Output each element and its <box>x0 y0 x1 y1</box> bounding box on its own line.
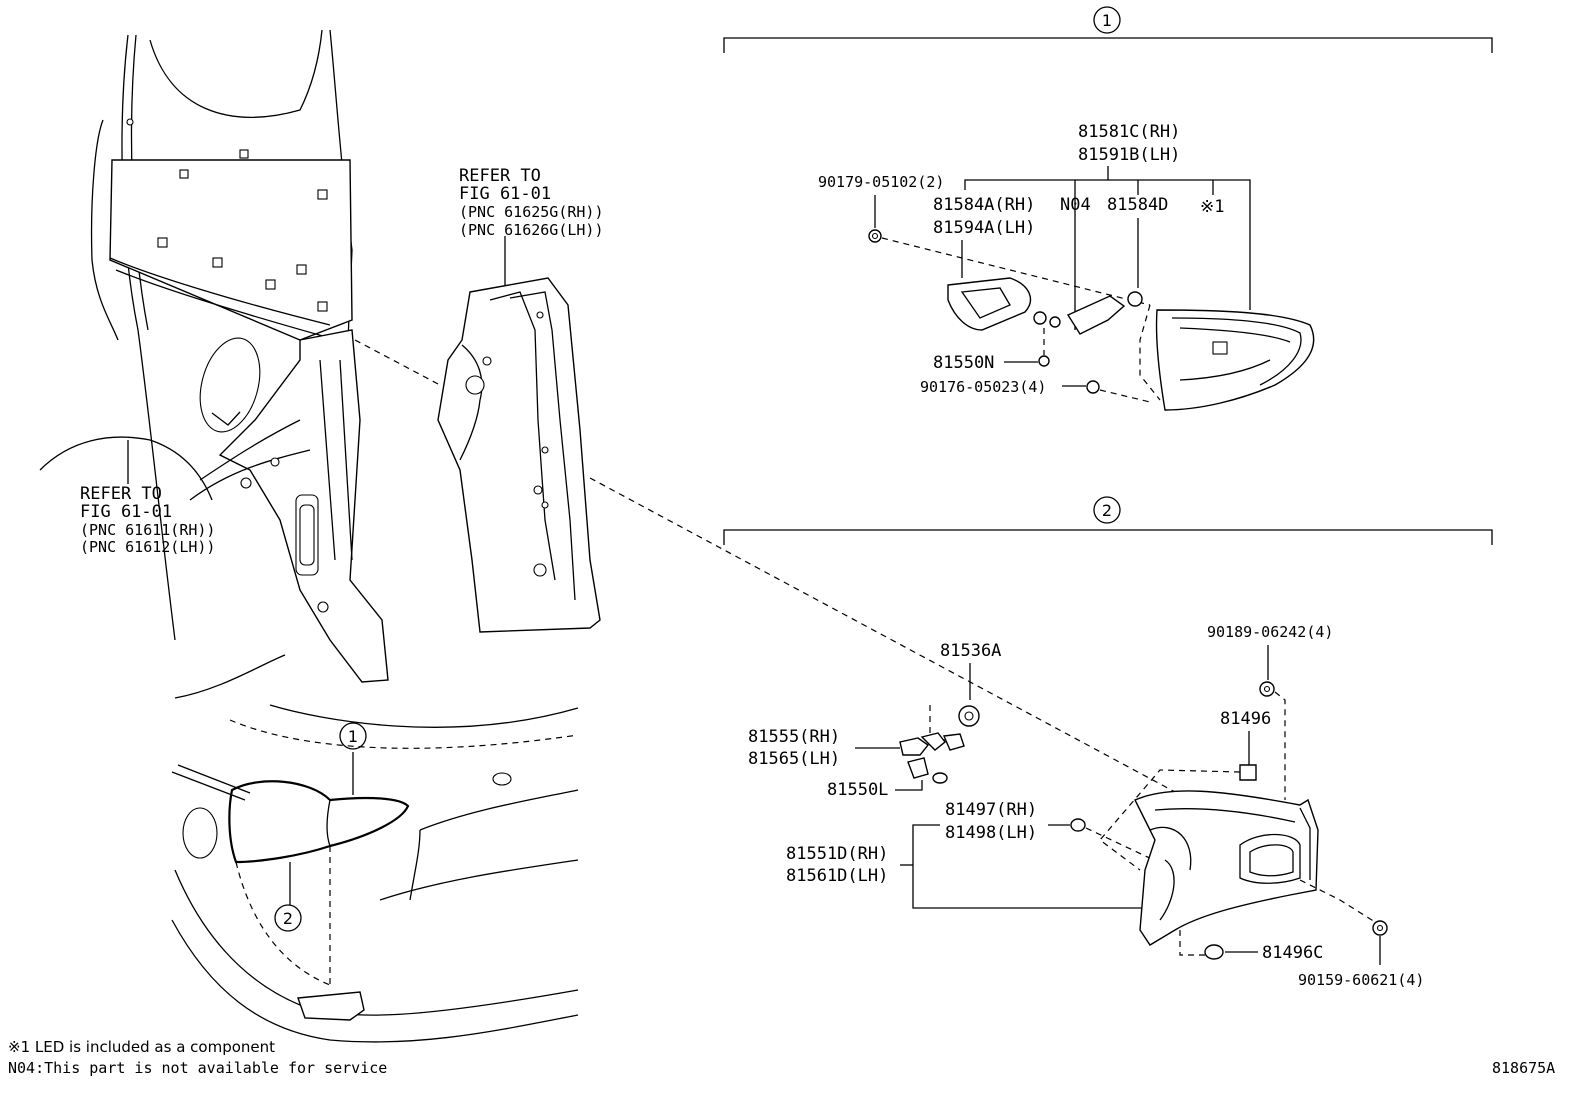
part-81555-rh: 81555(RH) <box>748 727 840 747</box>
part-81565-lh: 81565(LH) <box>748 749 840 769</box>
part-81584d: 81584D <box>1107 195 1168 215</box>
part-81496c: 81496C <box>1262 943 1323 963</box>
part-81584a-rh: 81584A(RH) <box>933 195 1035 215</box>
refer-note-left: REFER TO FIG 61-01 (PNC 61611(RH)) (PNC … <box>80 440 215 556</box>
part-81561d-lh: 81561D(LH) <box>786 866 888 886</box>
rear-overview-illustration <box>171 654 579 1043</box>
part-81551d-rh: 81551D(RH) <box>786 844 888 864</box>
refer-top-line2: FIG 61-01 <box>459 184 551 204</box>
part-90159-60621: 90159-60621(4) <box>1298 971 1424 989</box>
refer-left-line3: (PNC 61611(RH)) <box>80 521 215 539</box>
quarter-panel-illustration <box>39 29 389 683</box>
part-81594a-lh: 81594A(LH) <box>933 218 1035 238</box>
note-led-component: ※1 LED is included as a component <box>8 1038 275 1056</box>
inner-bracket-panel <box>437 236 601 633</box>
part-n04: N04 <box>1060 195 1091 215</box>
callout-1-label: 1 <box>1102 11 1112 30</box>
part-81536a: 81536A <box>940 641 1001 661</box>
group-1-bracket: 1 <box>723 6 1493 53</box>
group-1-parts: 81581C(RH) 81591B(LH) 90179-05102(2) 815… <box>818 122 1315 411</box>
group-2-parts: 81536A 81555(RH) 81565(LH) 81550L 81497(… <box>748 623 1424 989</box>
part-81550n: 81550N <box>933 353 994 373</box>
refer-left-line2: FIG 61-01 <box>80 502 172 522</box>
callout-overview-1: 1 <box>339 722 367 750</box>
figure-code: 818675A <box>1492 1059 1555 1077</box>
refer-top-line4: (PNC 61626G(LH)) <box>459 221 604 239</box>
led-mark-note: ※1 <box>1200 197 1224 217</box>
refer-top-line3: (PNC 61625G(RH)) <box>459 203 604 221</box>
callout-2-label: 2 <box>1102 501 1112 520</box>
part-81497-rh: 81497(RH) <box>945 800 1037 820</box>
footer-notes: ※1 LED is included as a component N04:Th… <box>8 1038 1555 1077</box>
part-81550l: 81550L <box>827 780 888 800</box>
part-90179-05102: 90179-05102(2) <box>818 173 944 191</box>
callout-overview-2-label: 2 <box>283 909 293 928</box>
part-90176-05023: 90176-05023(4) <box>920 378 1046 396</box>
callout-overview-2: 2 <box>274 904 302 932</box>
part-81581c-rh: 81581C(RH) <box>1078 122 1180 142</box>
group-2-bracket: 2 <box>723 496 1493 545</box>
panel-holes <box>126 118 329 613</box>
callout-overview-1-label: 1 <box>348 727 358 746</box>
refer-top-line1: REFER TO <box>459 166 541 186</box>
refer-note-top: REFER TO FIG 61-01 (PNC 61625G(RH)) (PNC… <box>459 166 604 239</box>
part-81496: 81496 <box>1220 709 1271 729</box>
refer-left-line4: (PNC 61612(LH)) <box>80 538 215 556</box>
part-81591b-lh: 81591B(LH) <box>1078 145 1180 165</box>
note-n04-not-available: N04:This part is not available for servi… <box>8 1059 387 1077</box>
part-81498-lh: 81498(LH) <box>945 823 1037 843</box>
part-90189-06242: 90189-06242(4) <box>1207 623 1333 641</box>
refer-left-line1: REFER TO <box>80 484 162 504</box>
